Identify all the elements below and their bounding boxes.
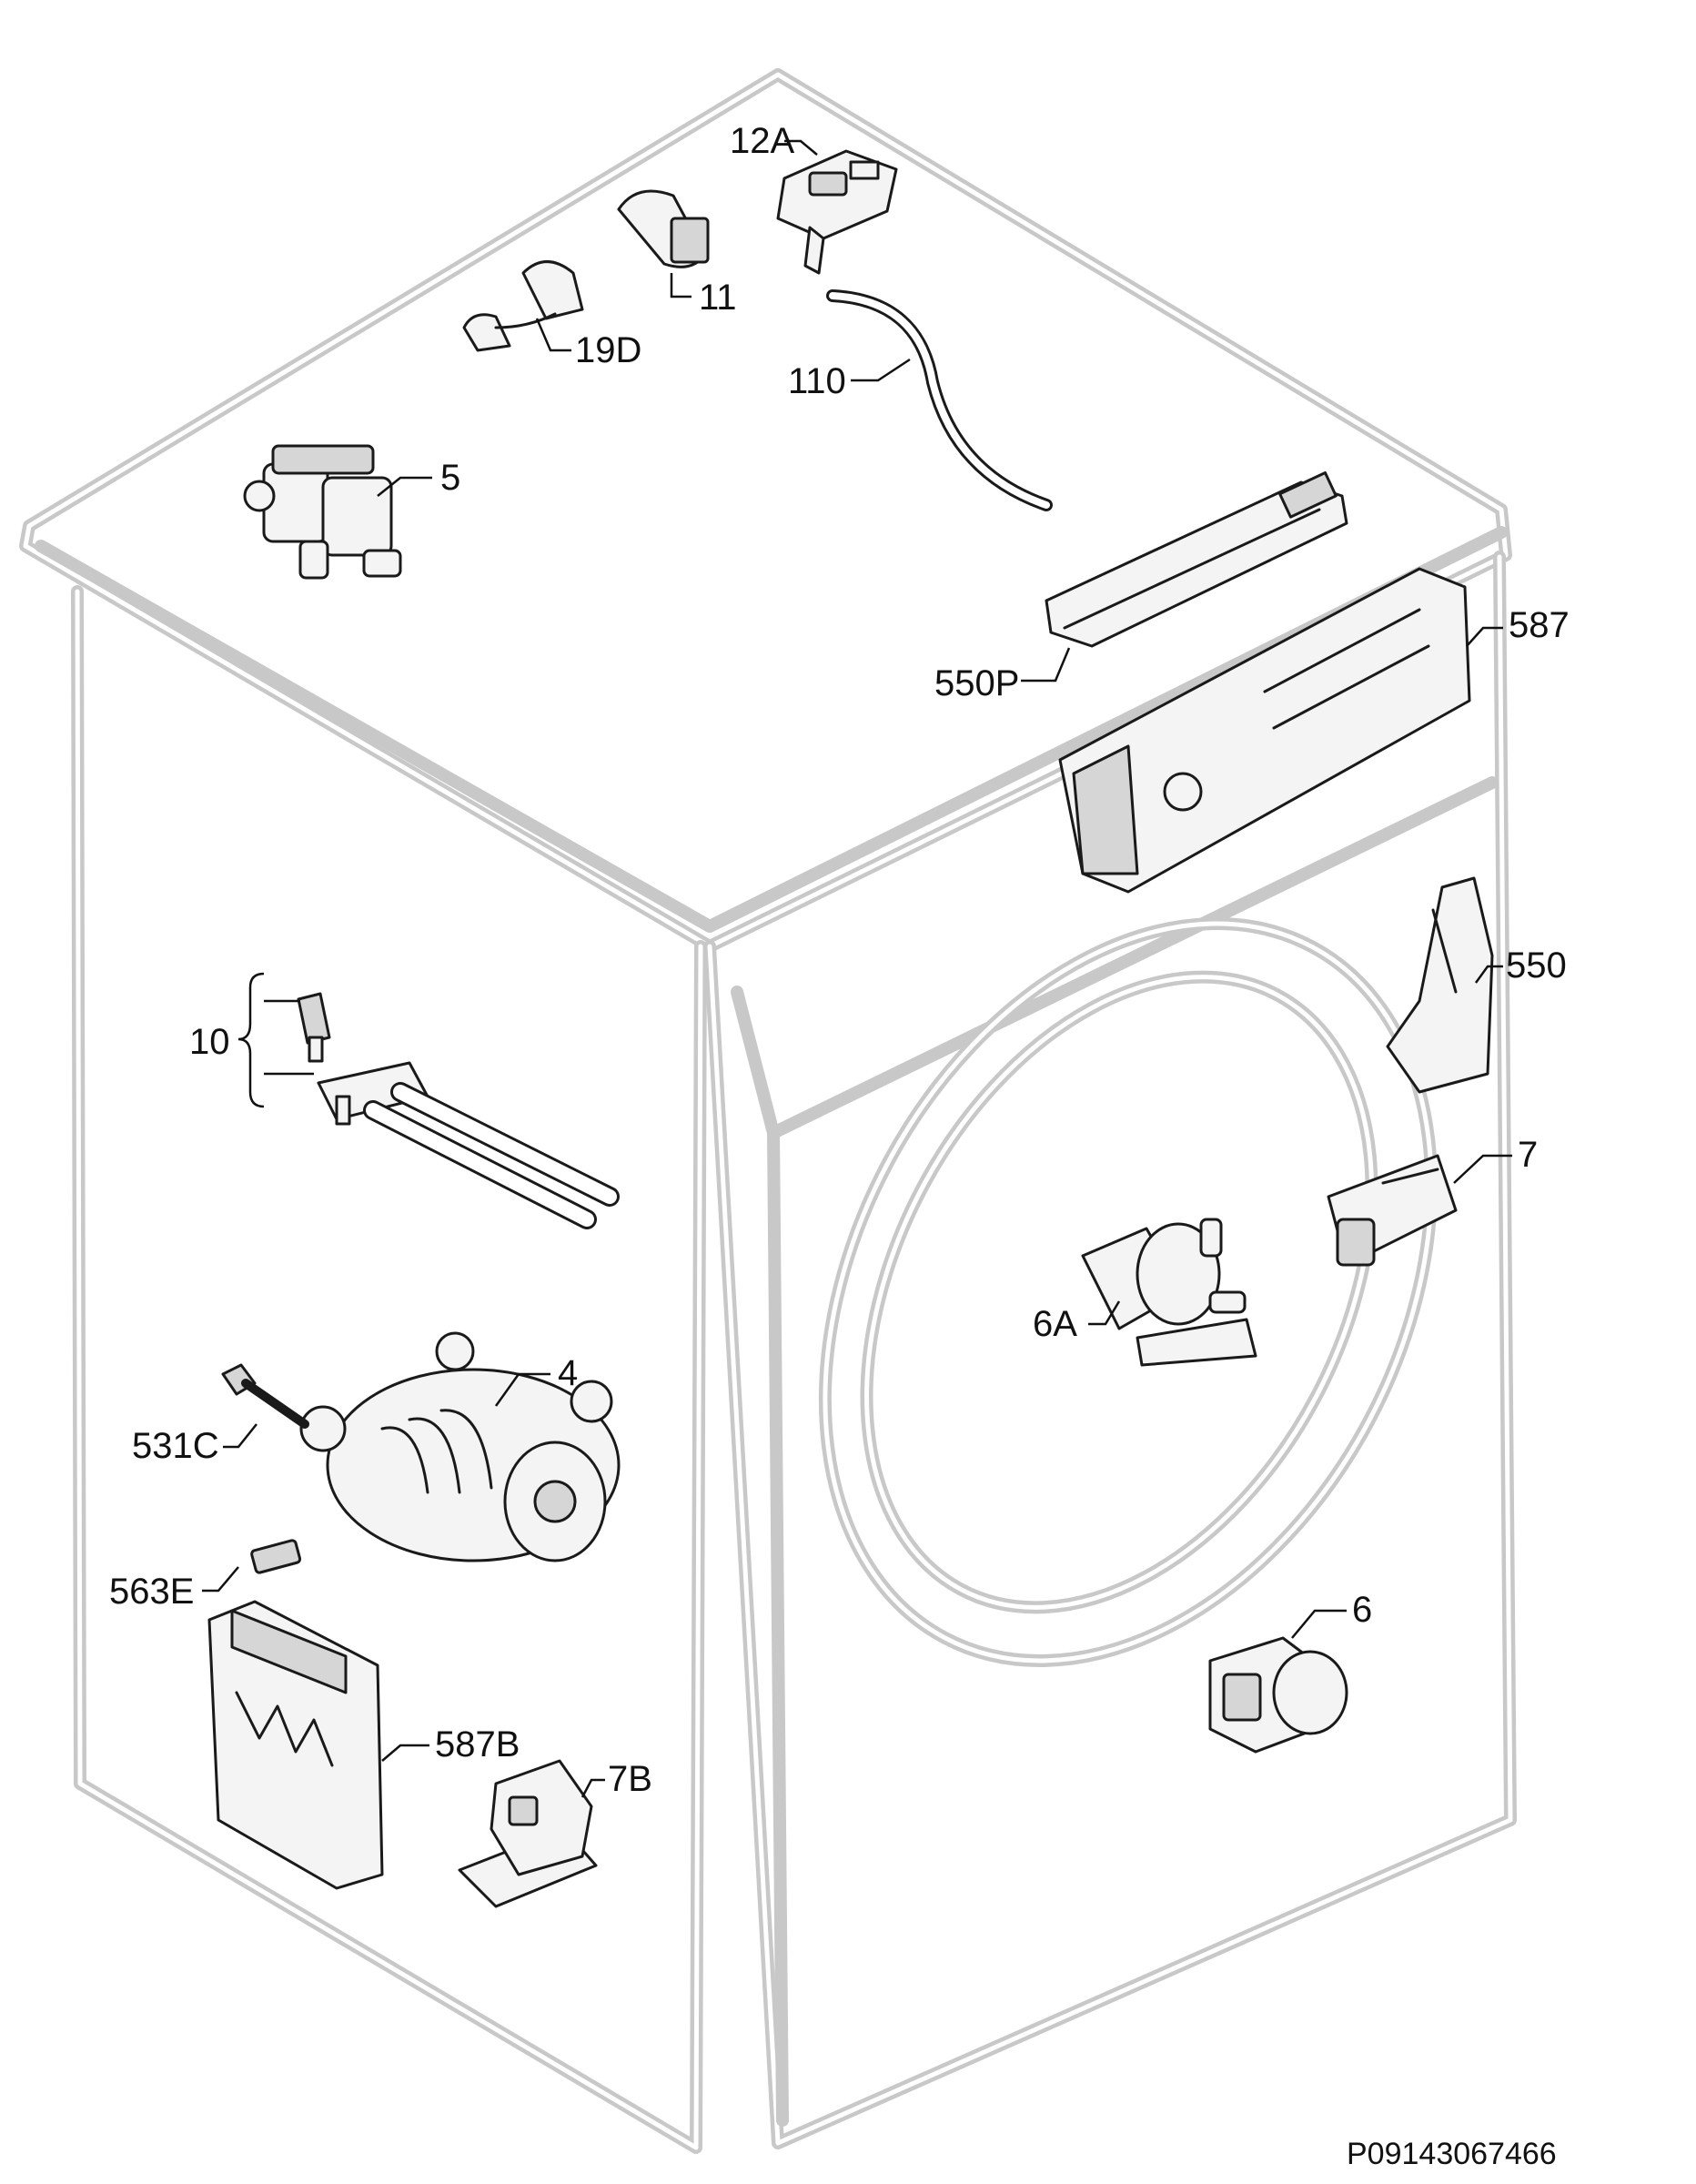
part-12A-drawing[interactable] — [776, 149, 898, 275]
svg-text:110: 110 — [788, 361, 846, 401]
part-6-drawing[interactable] — [1208, 1636, 1348, 1754]
part-587-drawing[interactable] — [1058, 567, 1471, 894]
part-4-drawing[interactable] — [299, 1331, 621, 1562]
callout-19D[interactable]: 19D — [535, 318, 641, 370]
svg-text:7: 7 — [1518, 1135, 1538, 1175]
callout-587[interactable]: 587 — [1466, 605, 1570, 647]
part-563E-drawing — [250, 1539, 302, 1574]
callouts: 12A 11 19D 110 5 550P 587 550 — [109, 121, 1570, 1799]
part-10-drawing[interactable] — [297, 992, 620, 1229]
part-5-drawing[interactable] — [243, 444, 402, 580]
svg-text:7B: 7B — [608, 1759, 652, 1799]
callout-6A[interactable]: 6A — [1033, 1300, 1121, 1344]
callout-531C[interactable]: 531C — [132, 1423, 257, 1466]
callout-10[interactable]: 10 — [189, 972, 314, 1108]
part-550-drawing[interactable] — [1386, 876, 1494, 1094]
part-550P-drawing[interactable] — [1045, 470, 1348, 648]
svg-text:550: 550 — [1506, 945, 1567, 986]
svg-text:563E: 563E — [109, 1572, 194, 1612]
svg-text:4: 4 — [558, 1353, 578, 1393]
svg-text:6A: 6A — [1033, 1304, 1077, 1344]
part-19D-drawing[interactable] — [462, 260, 584, 352]
svg-text:5: 5 — [440, 458, 460, 498]
part-7-drawing[interactable] — [1327, 1154, 1458, 1267]
svg-text:550P: 550P — [934, 663, 1019, 703]
callout-110[interactable]: 110 — [788, 358, 911, 401]
callout-5[interactable]: 5 — [377, 458, 460, 498]
svg-text:6: 6 — [1352, 1590, 1372, 1630]
callout-563E[interactable]: 563E — [109, 1566, 239, 1612]
svg-text:11: 11 — [699, 278, 737, 318]
svg-text:587: 587 — [1509, 605, 1570, 645]
cabinet-outline — [19, 68, 1517, 2154]
svg-text:12A: 12A — [730, 121, 794, 161]
svg-text:587B: 587B — [435, 1724, 520, 1764]
svg-text:19D: 19D — [575, 330, 641, 370]
callout-6[interactable]: 6 — [1291, 1590, 1372, 1639]
callout-12A[interactable]: 12A — [730, 121, 818, 161]
callout-11[interactable]: 11 — [670, 273, 737, 318]
part-587B-drawing[interactable] — [207, 1600, 384, 1890]
svg-text:531C: 531C — [132, 1426, 219, 1466]
part-6A-drawing[interactable] — [1081, 1218, 1257, 1367]
part-7B-drawing[interactable] — [458, 1759, 598, 1908]
document-id: P09143067466 — [1347, 2137, 1557, 2171]
callout-587B[interactable]: 587B — [381, 1724, 520, 1764]
svg-text:10: 10 — [189, 1022, 230, 1062]
callout-7B[interactable]: 7B — [580, 1759, 652, 1799]
callout-4[interactable]: 4 — [494, 1353, 578, 1407]
callout-550[interactable]: 550 — [1474, 945, 1567, 986]
callout-7[interactable]: 7 — [1453, 1135, 1538, 1184]
part-110-drawing — [826, 289, 1053, 511]
callout-550P[interactable]: 550P — [934, 647, 1071, 703]
part-11-drawing[interactable] — [617, 189, 710, 268]
part-531C-drawing — [221, 1363, 309, 1429]
